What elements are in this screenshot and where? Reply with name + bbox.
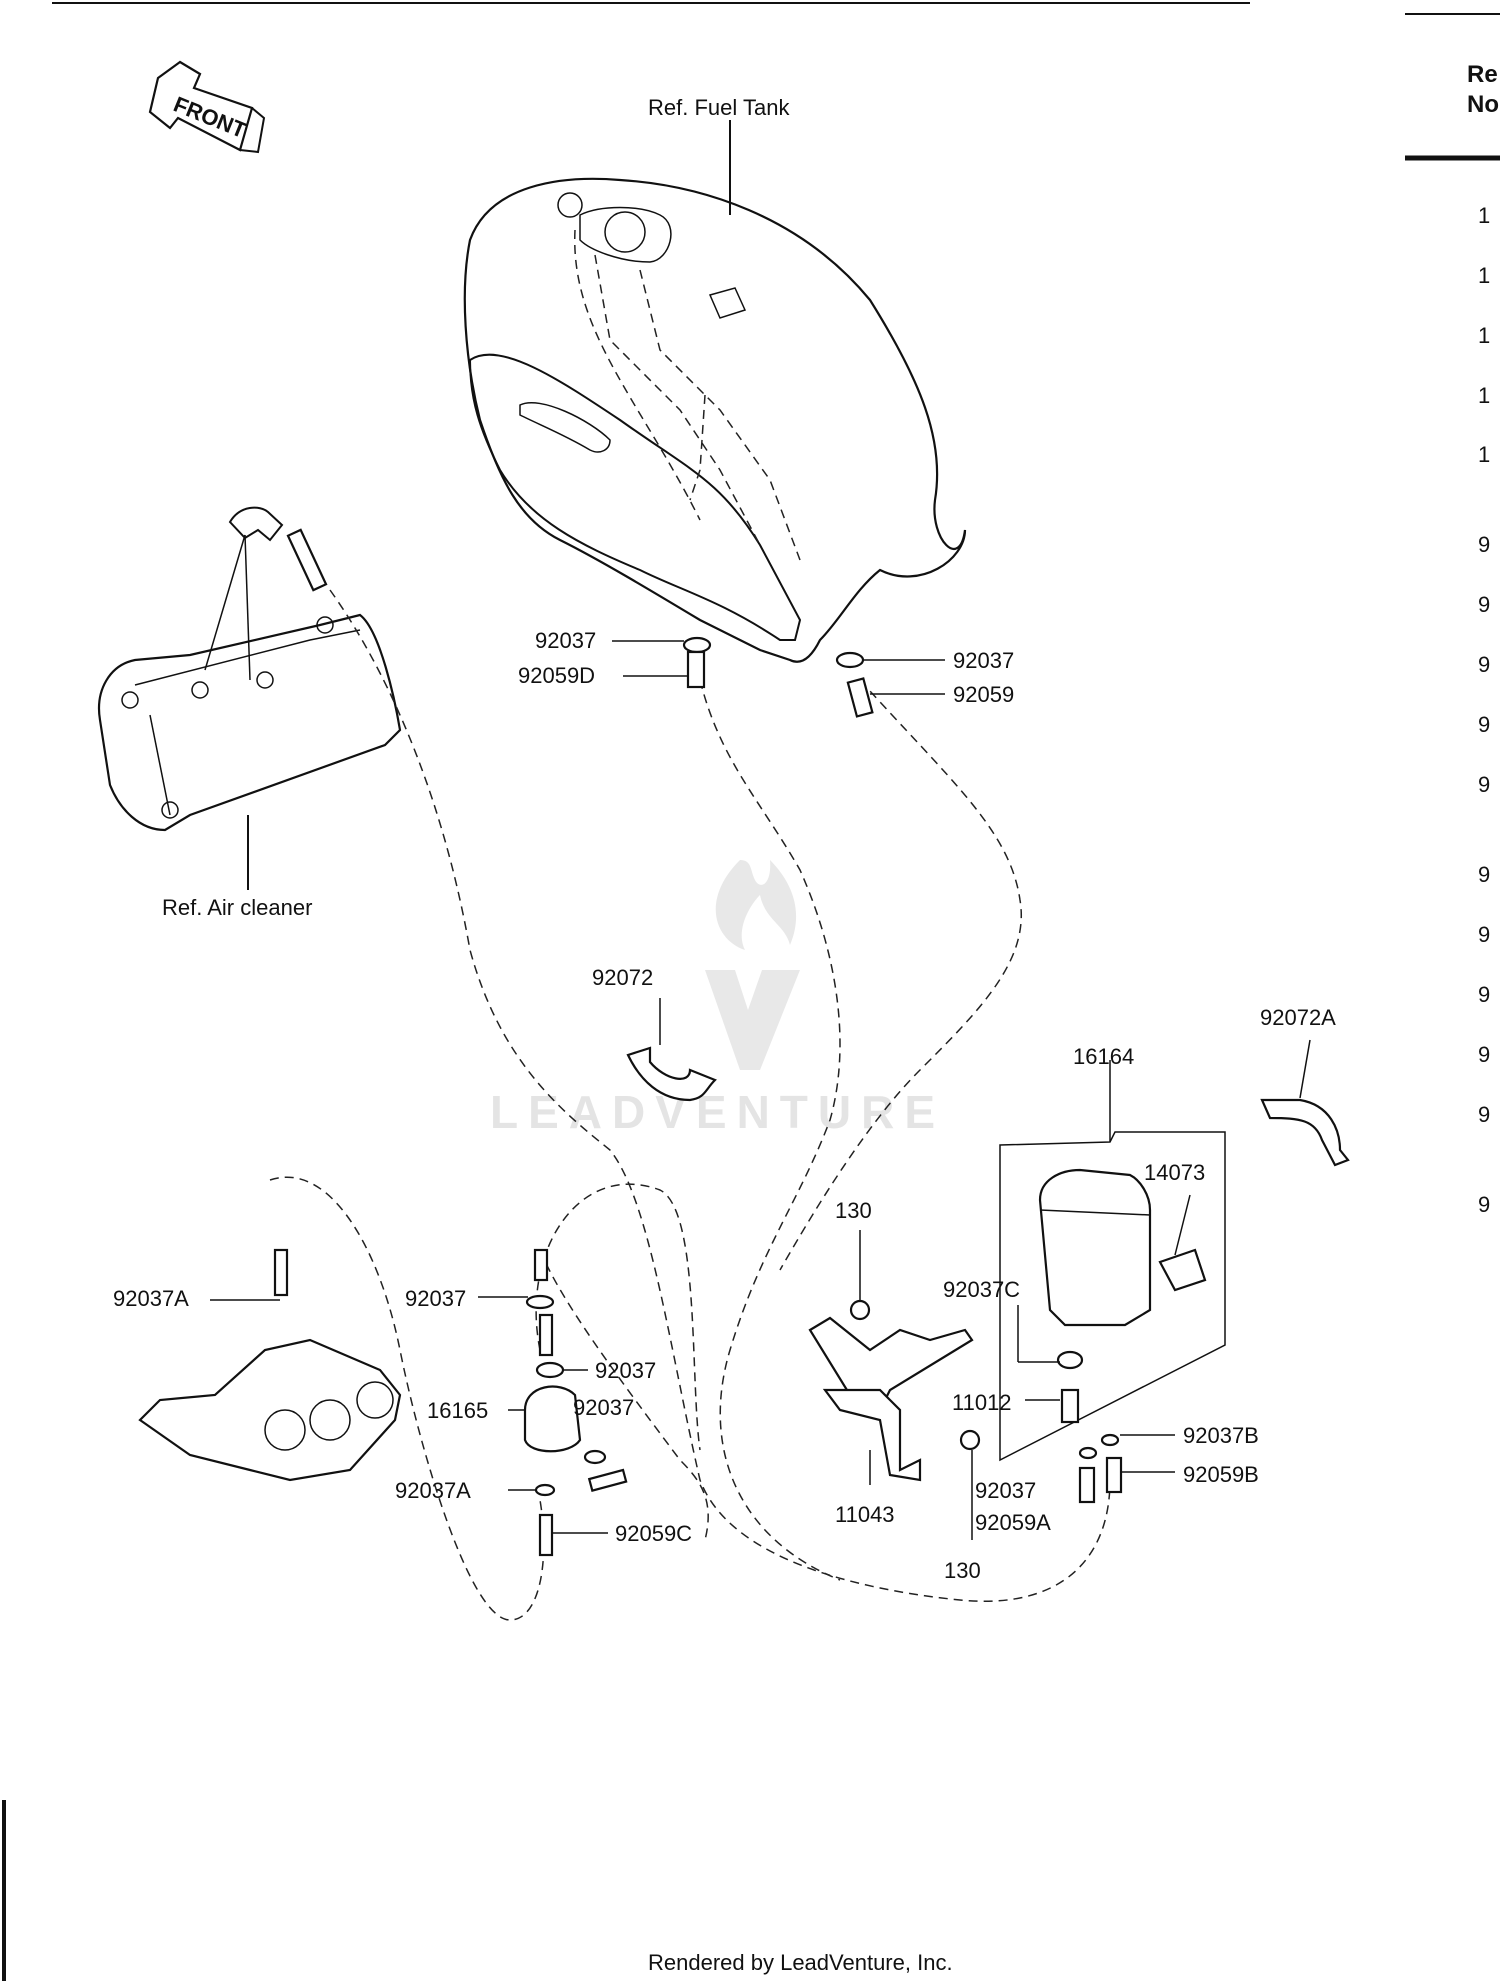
callout-92037-filter-top: 92037: [405, 1286, 466, 1311]
ref-table-row: 1: [1478, 203, 1490, 228]
ref-table-row: 9: [1478, 772, 1490, 797]
ref-table-row: 9: [1478, 862, 1490, 887]
callout-92059: 92059: [953, 682, 1014, 707]
callout-16164: 16164: [1073, 1044, 1134, 1069]
watermark-text: LEADVENTURE: [490, 1086, 945, 1138]
ref-air-cleaner-label: Ref. Air cleaner: [162, 895, 312, 920]
ref-table-header-line1: Re: [1467, 61, 1498, 88]
ref-table-row: 9: [1478, 982, 1490, 1007]
callout-92037-canister: 92037: [975, 1478, 1036, 1503]
callout-14073: 14073: [1144, 1160, 1205, 1185]
callout-130-upper: 130: [835, 1198, 872, 1223]
ref-fuel-tank-label: Ref. Fuel Tank: [648, 95, 790, 120]
callout-92059b: 92059B: [1183, 1462, 1259, 1487]
air-cleaner: [97, 506, 402, 890]
ref-table-row: 1: [1478, 442, 1490, 467]
callout-11012: 11012: [952, 1390, 1012, 1415]
ref-table-row: 9: [1478, 1192, 1490, 1217]
ref-table-row: 9: [1478, 1042, 1490, 1067]
ref-table-row: 1: [1478, 383, 1490, 408]
ref-table-header-line2: No: [1467, 91, 1499, 118]
ref-table-row: 9: [1478, 532, 1490, 557]
canister-assembly: [999, 1060, 1226, 1504]
callout-92037b: 92037B: [1183, 1423, 1259, 1448]
ref-table-row: 9: [1478, 712, 1490, 737]
footer-credit: Rendered by LeadVenture, Inc.: [648, 1950, 953, 1975]
tank-fittings: [612, 636, 945, 718]
ref-table-row: 1: [1478, 263, 1490, 288]
ref-table-row: 1: [1478, 323, 1490, 348]
ref-table-row: 9: [1478, 1102, 1490, 1127]
callout-92037-filter-side: 92037: [573, 1395, 634, 1420]
callout-92059d: 92059D: [518, 663, 595, 688]
callout-92037a-filter: 92037A: [395, 1478, 471, 1503]
fuel-tank: [463, 120, 967, 663]
callout-16165: 16165: [427, 1398, 488, 1423]
bracket-11043: [808, 1230, 981, 1540]
callout-92037-filter-mid: 92037: [595, 1358, 656, 1383]
callout-92037-tank-right: 92037: [953, 648, 1014, 673]
callout-11043: 11043: [835, 1502, 895, 1527]
ref-table-row: 9: [1478, 922, 1490, 947]
callout-92037-tank-left: 92037: [535, 628, 596, 653]
manifold: [138, 1248, 402, 1482]
callout-92059a: 92059A: [975, 1510, 1051, 1535]
callout-92072: 92072: [592, 965, 653, 990]
callout-labels: 92037 92059D 92037 92059 92072 92072A 16…: [113, 628, 1336, 1583]
ref-table-row: 9: [1478, 592, 1490, 617]
fuel-filter: [478, 1248, 628, 1557]
watermark-logo: [705, 860, 800, 1070]
clamp-92072: [626, 998, 717, 1102]
clamp-92072a: [1260, 1039, 1350, 1167]
callout-92059c: 92059C: [615, 1521, 692, 1546]
front-arrow: FRONT: [148, 60, 266, 154]
callout-92037c: 92037C: [943, 1277, 1020, 1302]
callout-130-lower: 130: [944, 1558, 981, 1583]
ref-table-row: 9: [1478, 652, 1490, 677]
callout-92037a-manifold: 92037A: [113, 1286, 189, 1311]
hose-routes: [269, 589, 1111, 1621]
callout-92072a: 92072A: [1260, 1005, 1336, 1030]
ref-table: Re No 1 1 1 1 1 9 9 9 9 9 9 9 9 9 9 9: [1467, 61, 1499, 1217]
